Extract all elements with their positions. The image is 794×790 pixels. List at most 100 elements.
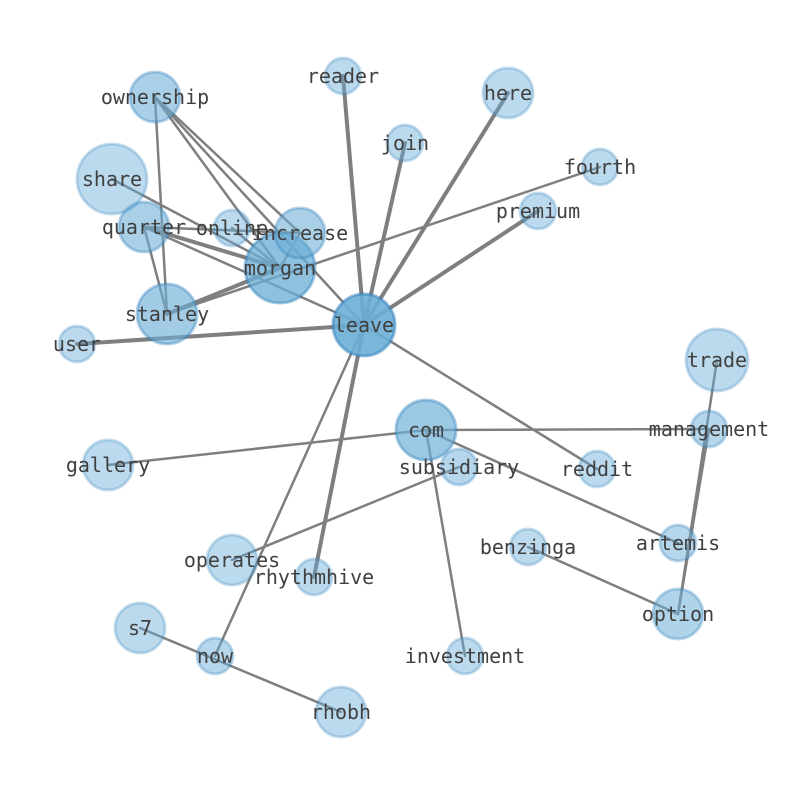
node-circle-premium (518, 191, 558, 231)
node-circle-increase (273, 206, 327, 260)
node-label-here: here (484, 81, 532, 105)
edge-subsidiary-operates (230, 465, 461, 562)
node-label-stanley: stanley (125, 302, 209, 326)
node-user: user (53, 324, 101, 364)
node-increase: increase (252, 206, 348, 260)
node-label-now: now (197, 644, 234, 668)
node-circle-operates (205, 533, 259, 587)
node-label-trade: trade (687, 348, 747, 372)
node-label-morgan: morgan (244, 256, 316, 280)
node-circle-now (195, 636, 235, 676)
node-circle-stanley (135, 282, 199, 346)
node-online: online (196, 208, 268, 248)
edge-increase-ownership (153, 95, 302, 235)
edge-leave-user (75, 323, 366, 346)
node-com: com (394, 398, 458, 462)
node-circle-option (651, 587, 705, 641)
node-label-com: com (408, 418, 444, 442)
edge-leave-ownership (153, 95, 366, 327)
node-circle-leave (331, 292, 397, 358)
node-label-user: user (53, 332, 101, 356)
node-label-subsidiary: subsidiary (399, 455, 519, 479)
node-circle-join (385, 123, 425, 163)
node-circle-artemis (658, 523, 698, 563)
edge-morgan-ownership (153, 95, 282, 270)
node-label-operates: operates (184, 548, 280, 572)
node-here: here (481, 66, 535, 120)
edge-com-management (424, 427, 711, 432)
node-ownership: ownership (101, 70, 209, 124)
node-label-management: management (649, 417, 769, 441)
node-now: now (195, 636, 235, 676)
node-circle-online (212, 208, 252, 248)
node-stanley: stanley (125, 282, 209, 346)
node-subsidiary: subsidiary (399, 447, 519, 487)
node-label-artemis: artemis (636, 531, 720, 555)
node-circle-trade (684, 327, 750, 393)
edge-leave-here (362, 91, 510, 327)
node-label-online: online (196, 216, 268, 240)
node-management: management (649, 409, 769, 449)
node-premium: premium (496, 191, 580, 231)
node-circle-share (75, 142, 149, 216)
edge-com-investment (424, 428, 467, 658)
node-rhythmhive: rhythmhive (254, 557, 374, 597)
node-reader: reader (307, 56, 379, 96)
node-circle-fourth (580, 147, 620, 187)
node-label-join: join (381, 131, 429, 155)
node-gallery: gallery (66, 438, 150, 492)
node-circle-user (57, 324, 97, 364)
node-circle-rhobh (314, 685, 368, 739)
node-operates: operates (184, 533, 280, 587)
node-investment: investment (405, 636, 525, 676)
node-quarter: quarter (102, 200, 186, 254)
edge-increase-quarter (142, 225, 302, 235)
edge-stanley-fourth (165, 165, 602, 316)
node-circle-quarter (117, 200, 171, 254)
node-circle-ownership (128, 70, 182, 124)
edge-leave-reader (341, 74, 366, 327)
node-label-ownership: ownership (101, 85, 209, 109)
node-label-fourth: fourth (564, 155, 636, 179)
node-s7: s7 (113, 601, 167, 655)
edge-benzinga-option (526, 545, 680, 616)
node-circle-management (689, 409, 729, 449)
node-benzinga: benzinga (480, 527, 576, 567)
node-label-leave: leave (334, 313, 394, 337)
node-circle-s7 (113, 601, 167, 655)
node-label-rhythmhive: rhythmhive (254, 565, 374, 589)
node-circle-reddit (577, 449, 617, 489)
node-circle-reader (323, 56, 363, 96)
node-circle-benzinga (508, 527, 548, 567)
node-circle-rhythmhive (294, 557, 334, 597)
node-circle-here (481, 66, 535, 120)
node-circle-subsidiary (439, 447, 479, 487)
node-trade: trade (684, 327, 750, 393)
node-fourth: fourth (564, 147, 636, 187)
node-label-share: share (82, 167, 142, 191)
node-option: option (642, 587, 714, 641)
edge-leave-now (213, 323, 366, 658)
edge-leave-rhythmhive (312, 323, 366, 579)
nodes-layer: leave morgan com stanley increase quarter owne… (53, 56, 769, 739)
node-label-s7: s7 (128, 616, 152, 640)
edge-com-artemis (424, 428, 680, 545)
node-share: share (75, 142, 149, 216)
node-label-benzinga: benzinga (480, 535, 576, 559)
node-label-rhobh: rhobh (311, 700, 371, 724)
edge-leave-reddit (362, 323, 599, 471)
node-leave: leave (331, 292, 397, 358)
node-label-gallery: gallery (66, 453, 150, 477)
edge-leave-premium (362, 209, 540, 327)
node-label-premium: premium (496, 199, 580, 223)
node-join: join (381, 123, 429, 163)
node-label-reader: reader (307, 64, 379, 88)
node-label-option: option (642, 602, 714, 626)
node-circle-com (394, 398, 458, 462)
node-circle-gallery (81, 438, 135, 492)
node-reddit: reddit (561, 449, 633, 489)
edge-com-gallery (106, 428, 428, 467)
node-circle-investment (445, 636, 485, 676)
node-label-quarter: quarter (102, 215, 186, 239)
